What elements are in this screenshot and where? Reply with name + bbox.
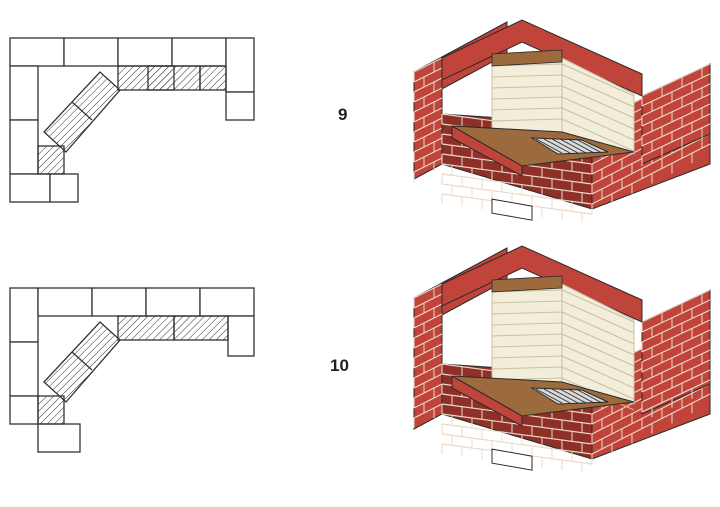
row-number-9: 9 [338,105,348,124]
back-wall-top [441,245,643,323]
plan-brick [225,91,255,121]
left-side-face [413,57,443,180]
plan-brick [225,37,255,93]
fire-brick-hatched [37,395,65,425]
plan-brick [9,173,51,203]
fire-brick-hatched [37,145,65,175]
plan-brick [9,65,39,121]
plan-brick [117,37,173,67]
plan-brick [145,287,201,317]
firebox-side-wall [561,57,635,155]
grate [530,387,609,405]
plan-brick [171,37,227,67]
brick-fireplace-illustration [413,245,711,473]
grate [530,137,609,155]
hearth-front-edge [451,125,523,177]
lintel [491,275,563,293]
hearth-front-edge [451,375,523,427]
fire-brick-hatched [147,65,201,91]
plan-brick [37,423,81,453]
firebox-back-wall [491,57,563,135]
fire-brick-hatched [117,315,175,341]
fire-brick-hatched [173,315,229,341]
floor-plan-diagram [9,287,255,453]
plan-brick [91,287,147,317]
plan-brick [9,37,65,67]
plan-brick [9,119,39,175]
plan-brick [9,287,39,343]
plan-brick [227,315,255,357]
plan-brick [37,287,93,317]
brick-fireplace-illustration [413,19,711,223]
plan-brick [9,395,39,425]
lintel [491,49,563,67]
ash-door [491,198,533,221]
fire-brick-hatched [43,321,121,403]
plan-brick [199,287,255,317]
floor-plan-diagram [9,37,255,203]
plan-brick [63,37,119,67]
ash-door [491,448,533,471]
plan-brick [49,173,79,203]
fire-brick-hatched [199,65,227,91]
back-wall-top [441,19,643,97]
fire-brick-hatched [43,71,121,153]
row-number-10: 10 [330,356,349,375]
plan-brick [9,341,39,397]
